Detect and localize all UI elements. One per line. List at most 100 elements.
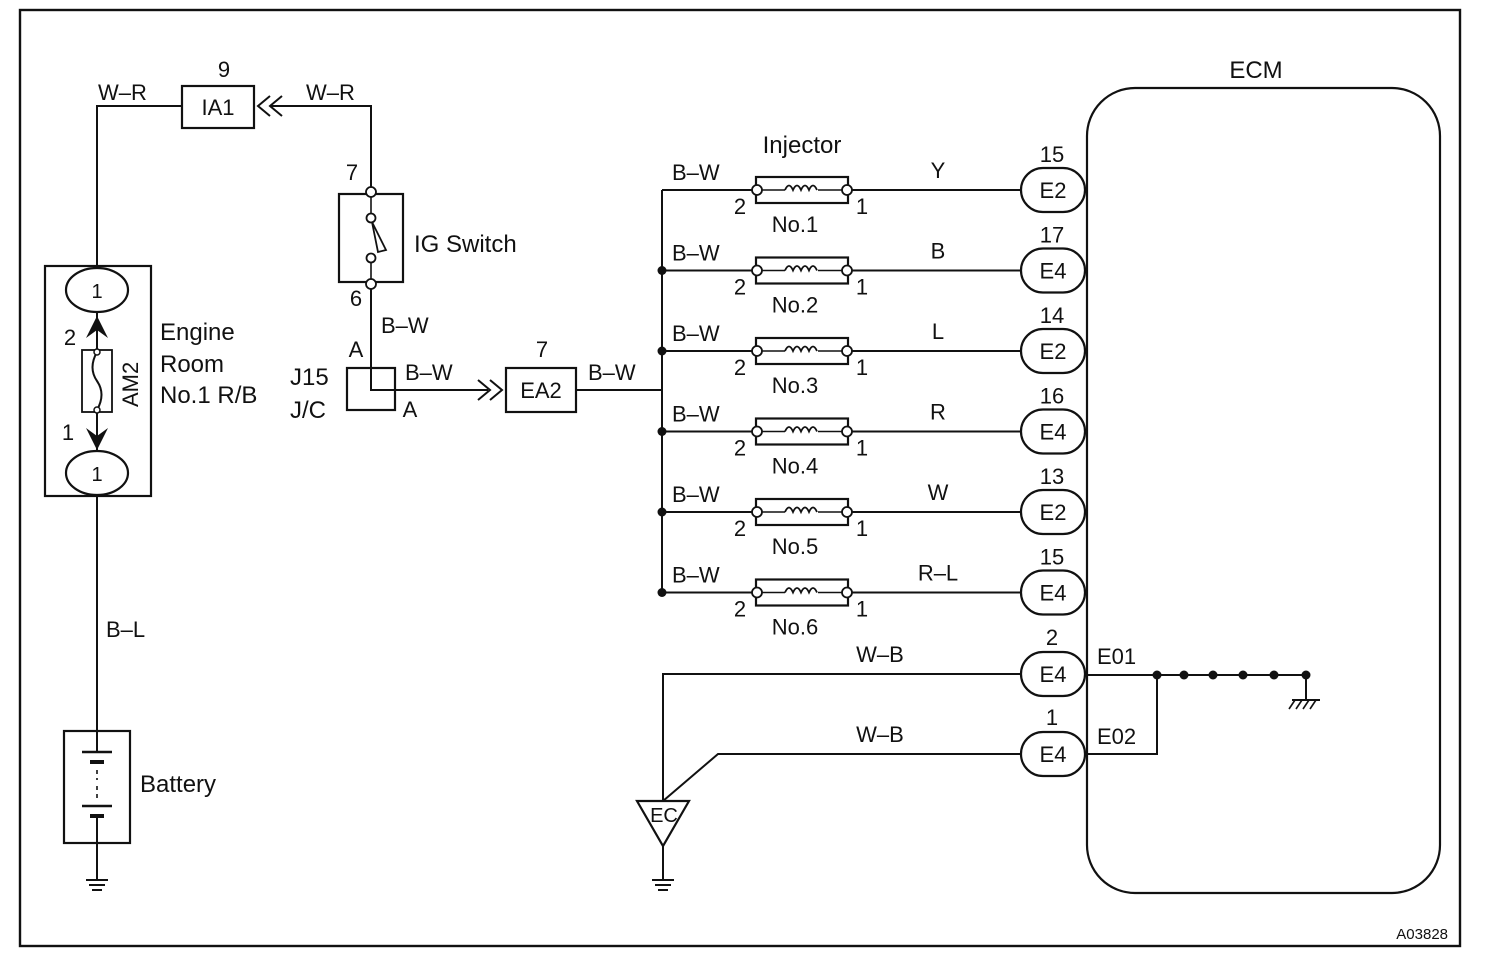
ground-point-ec-label: EC (650, 805, 678, 827)
connector-ia1-pin: 9 (218, 57, 230, 82)
junction-dot (1269, 670, 1279, 680)
ecm-e02-link (1085, 675, 1158, 755)
wire-label-w-b: W–B (856, 642, 904, 667)
injector-terminal-left (751, 586, 763, 599)
connector-ia1-label: IA1 (201, 95, 234, 120)
wire-w-b-e01 (662, 673, 1021, 801)
injector-name: No.5 (772, 534, 818, 559)
wire-label-w-r-left: W–R (98, 80, 147, 105)
jc-label-2: J/C (290, 397, 326, 424)
wire-label-signal: Y (931, 158, 946, 183)
wire-label-feed: B–W (672, 402, 720, 427)
connector-pin: 1 (1046, 705, 1058, 730)
connector-pin-bottom-label: 1 (91, 464, 102, 486)
injector-terminal-right (841, 184, 853, 196)
wire-label-signal: R–L (918, 561, 958, 586)
injector-name: No.2 (772, 293, 818, 318)
wire-label-feed: B–W (672, 321, 720, 346)
fuse-pin-top-label: 2 (64, 325, 76, 350)
injector-name: No.1 (772, 212, 818, 237)
injector-title: Injector (763, 132, 842, 159)
injector-pin-left: 2 (734, 516, 746, 541)
switch-contact-icon (371, 221, 388, 254)
fuse-element-icon (91, 351, 103, 411)
injector-terminal-right (841, 345, 853, 357)
connector-label: E4 (1040, 420, 1067, 445)
ecm-box (1085, 86, 1442, 895)
connector-pin: 2 (1046, 625, 1058, 650)
injector-pin-right: 1 (856, 275, 868, 300)
engine-room-label-1: Engine (160, 319, 235, 346)
wire-label-b-l: B–L (106, 617, 145, 642)
wire-label-signal: W (928, 480, 949, 505)
wire-label-b-w-jc: B–W (405, 360, 453, 385)
diagram-frame (18, 8, 1462, 948)
connector-chevron-ea2-icon (477, 379, 504, 401)
connector-label: E2 (1040, 500, 1067, 525)
wire-label-b-w-ig: B–W (381, 313, 429, 338)
injector-coil-icon (784, 426, 818, 434)
injector-pin-right: 1 (856, 355, 868, 380)
injector-coil-icon (784, 506, 818, 515)
injector-pin-left: 2 (734, 275, 746, 300)
injector-pin-left: 2 (734, 194, 746, 219)
injector-pin-left: 2 (734, 597, 746, 622)
wire-w-b-e02 (662, 753, 1021, 802)
junction-dot (1152, 670, 1162, 680)
injector-coil-icon (784, 587, 818, 595)
jc-pin-top: A (349, 337, 364, 362)
wire-label-signal: B (931, 239, 946, 264)
injector-pin-right: 1 (856, 436, 868, 461)
connector-ia1 (180, 84, 256, 130)
connector-pin: 15 (1040, 545, 1064, 570)
connector-label: E4 (1040, 742, 1067, 767)
injector-pin-left: 2 (734, 355, 746, 380)
ecm-terminal-label: E02 (1097, 724, 1136, 749)
connector-pin: 13 (1040, 464, 1064, 489)
connector-label: E4 (1040, 662, 1067, 687)
injector-terminal-left (751, 264, 763, 277)
engine-room-label-3: No.1 R/B (160, 382, 257, 409)
injector-coil-icon (784, 184, 818, 193)
junction-dot (1238, 670, 1248, 680)
injector-name: No.3 (772, 373, 818, 398)
figure-id: A03828 (1396, 926, 1448, 943)
injector-terminal-right (841, 425, 853, 438)
connector-pin: 16 (1040, 384, 1064, 409)
connector-label: E4 (1040, 581, 1067, 606)
connector-ea2-label: EA2 (520, 378, 562, 403)
connector-pin: 14 (1040, 303, 1064, 328)
engine-room-label-2: Room (160, 351, 224, 378)
connector-label: E2 (1040, 178, 1067, 203)
ig-switch-pin-top: 7 (346, 160, 358, 185)
wire-label-feed: B–W (672, 160, 720, 185)
jc-label-1: J15 (290, 364, 329, 391)
fuse-pin-bottom-label: 1 (62, 420, 74, 445)
injector-coil-icon (784, 345, 818, 354)
wire-label-w-b: W–B (856, 722, 904, 747)
injector-pin-left: 2 (734, 436, 746, 461)
battery-label: Battery (140, 771, 216, 798)
wire-label-b-w-ea2: B–W (588, 360, 636, 385)
injector-pin-right: 1 (856, 194, 868, 219)
wire-label-w-r-right: W–R (306, 80, 355, 105)
injector-pin-right: 1 (856, 597, 868, 622)
wire-b-w-jc (370, 368, 488, 391)
wire-w-r-left (96, 105, 182, 268)
wire-label-feed: B–W (672, 563, 720, 588)
connector-label: E4 (1040, 259, 1067, 284)
connector-label: E2 (1040, 339, 1067, 364)
ground-point-ec (635, 799, 691, 849)
wire-label-feed: B–W (672, 241, 720, 266)
injector-terminal-left (751, 506, 763, 518)
ecm-ground-bus (1085, 670, 1320, 755)
connector-pin: 17 (1040, 223, 1064, 248)
wire-label-signal: R (930, 400, 946, 425)
injector-name: No.6 (772, 615, 818, 640)
injector-coil-icon (784, 265, 818, 273)
injector-terminal-right (841, 506, 853, 518)
junction-dot (1179, 670, 1189, 680)
connector-ea2 (504, 366, 578, 414)
